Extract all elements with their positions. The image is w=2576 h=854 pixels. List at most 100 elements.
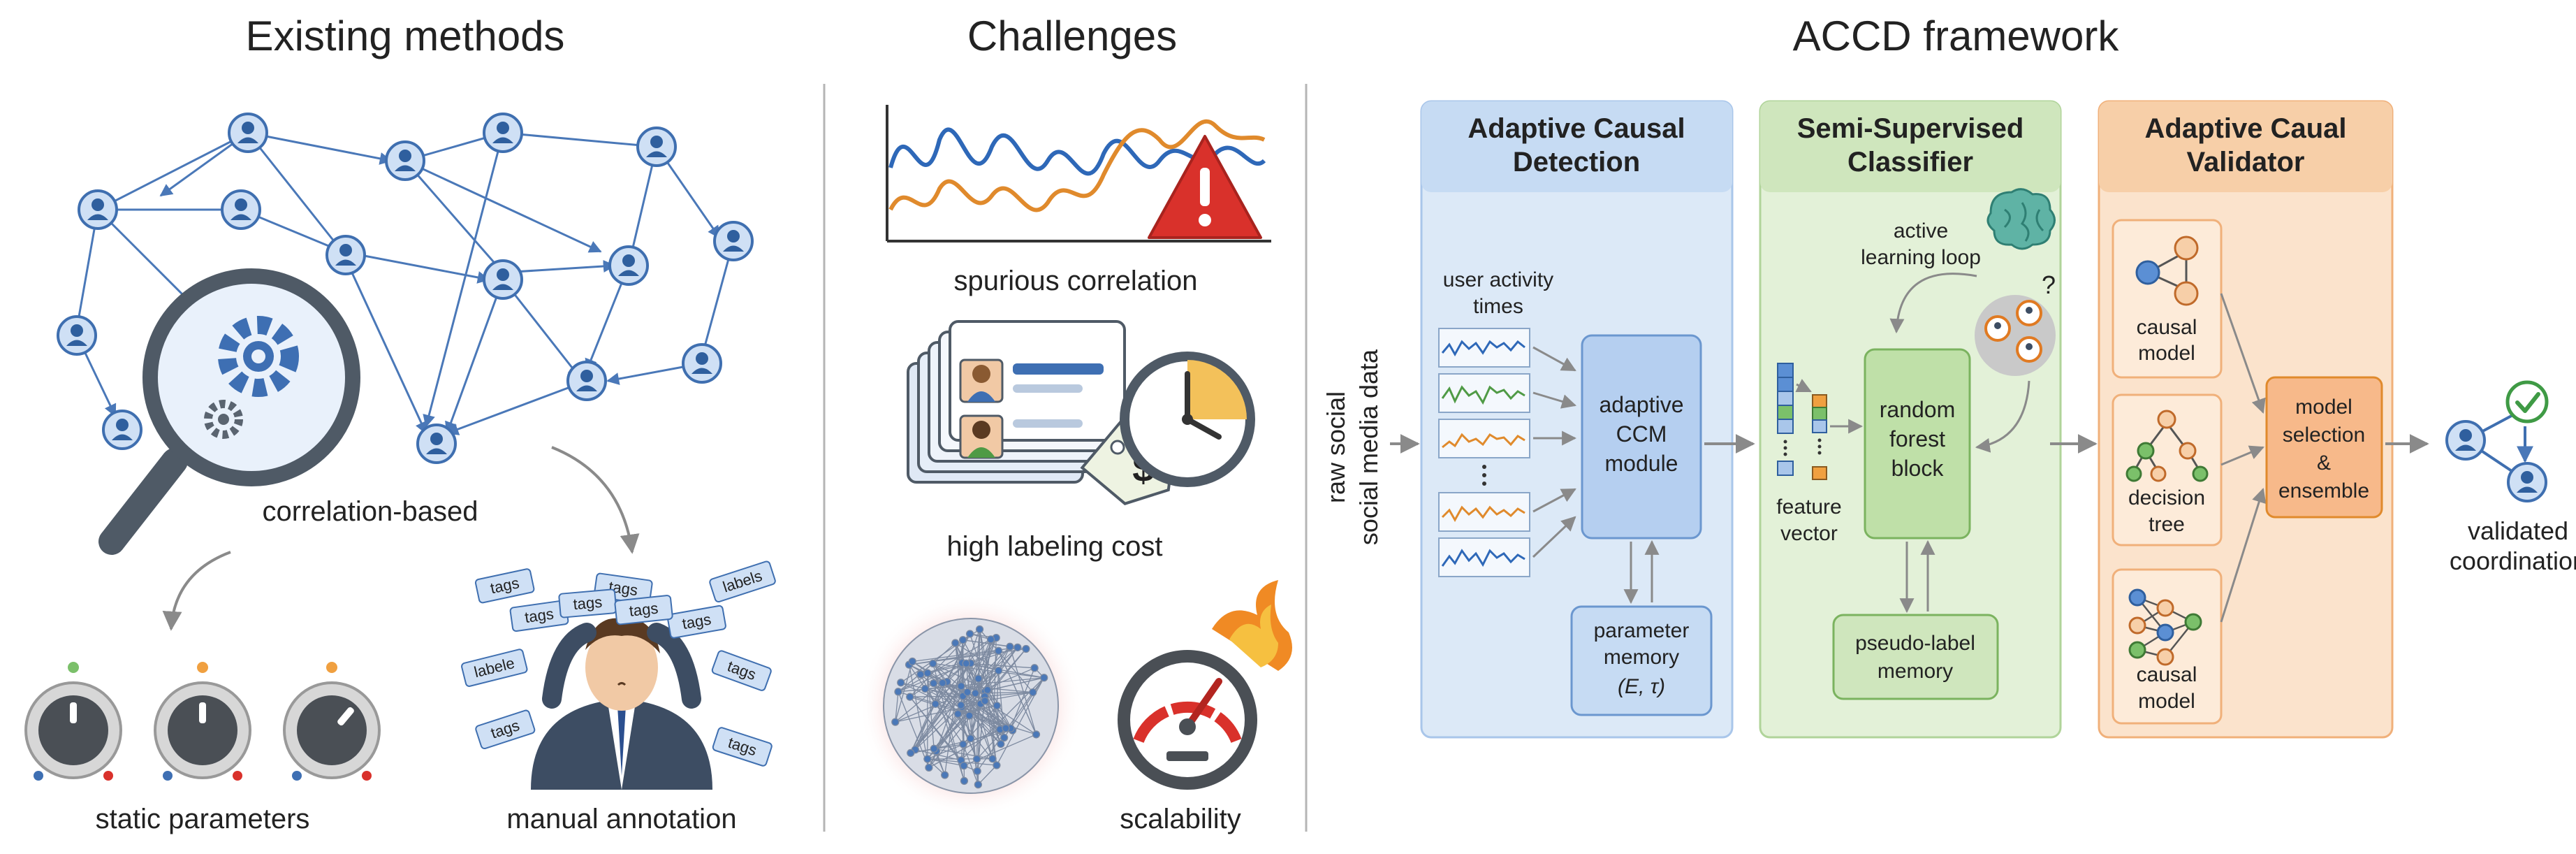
clock-icon bbox=[1120, 352, 1255, 487]
causal-model-card-1 bbox=[2112, 219, 2223, 379]
svg-text:tags: tags bbox=[629, 600, 659, 620]
network-node bbox=[931, 700, 939, 708]
active-learning-label-line1: active bbox=[1894, 219, 1948, 243]
output-label-line1: validated bbox=[2468, 516, 2568, 545]
labeling-cards-icon bbox=[907, 320, 1126, 484]
knob-icon bbox=[24, 662, 122, 781]
warning-icon bbox=[1148, 135, 1262, 239]
network-node bbox=[960, 776, 969, 786]
ccm-label-line1: adaptive bbox=[1600, 392, 1684, 417]
arrow-to-manual bbox=[551, 446, 640, 554]
correlation-based-label: correlation-based bbox=[262, 496, 478, 527]
network-node bbox=[966, 734, 975, 743]
framework-title: ACCD framework bbox=[1793, 13, 2120, 59]
network-node bbox=[960, 761, 968, 770]
network-node bbox=[965, 630, 974, 638]
causal-graph-icon bbox=[2135, 236, 2199, 306]
panel2-title-line1: Semi-Supervised bbox=[1797, 113, 2024, 144]
network-node bbox=[994, 646, 1003, 655]
network-node bbox=[929, 679, 938, 688]
network-node bbox=[988, 755, 997, 763]
neural-graph-icon bbox=[2128, 588, 2202, 666]
ens-label-line3: & bbox=[2317, 451, 2331, 475]
speedometer-fire-icon bbox=[1118, 580, 1292, 790]
question-mark: ? bbox=[2042, 270, 2056, 299]
ccm-label-line3: module bbox=[1605, 451, 1678, 476]
pseudo-label-memory bbox=[1832, 614, 1999, 700]
network-node bbox=[941, 771, 949, 779]
network-node bbox=[1000, 733, 1009, 742]
network-node bbox=[962, 659, 970, 667]
network-node bbox=[953, 709, 963, 718]
rf-label-line2: forest bbox=[1889, 426, 1945, 451]
network-node bbox=[894, 688, 902, 696]
network-node bbox=[929, 659, 937, 668]
model1-label-line1: causal bbox=[2137, 316, 2197, 339]
rf-label-line1: random bbox=[1880, 397, 1956, 422]
output-label-line2: coordination bbox=[2450, 547, 2576, 575]
network-node bbox=[908, 657, 916, 666]
network-node bbox=[921, 684, 930, 693]
existing-methods-title: Existing methods bbox=[246, 13, 565, 59]
challenges-title: Challenges bbox=[967, 13, 1177, 59]
network-node bbox=[983, 686, 992, 695]
network-node bbox=[971, 689, 980, 697]
panel2-title-line2: Classifier bbox=[1847, 147, 1973, 178]
network-node bbox=[1002, 724, 1010, 732]
network-node bbox=[957, 701, 965, 709]
network-node bbox=[974, 781, 983, 789]
ens-label-line4: ensemble bbox=[2278, 479, 2369, 502]
network-node bbox=[907, 748, 915, 758]
network-node bbox=[938, 679, 947, 687]
svg-text:tags: tags bbox=[524, 605, 555, 626]
network-node bbox=[986, 635, 995, 644]
spurious-correlation-chart bbox=[886, 105, 1271, 243]
user-activity-label-line2: times bbox=[1473, 295, 1523, 318]
adaptive-causal-detection-panel: Adaptive Causal Detection user activity … bbox=[1420, 100, 1734, 739]
model2-label-line2: tree bbox=[2149, 513, 2185, 536]
static-parameters-label: static parameters bbox=[96, 804, 310, 834]
network-node bbox=[923, 755, 932, 763]
network-node bbox=[959, 740, 967, 748]
candidate-users-icon bbox=[1975, 295, 2056, 376]
knob-icon bbox=[154, 662, 251, 781]
stressed-annotator-icon bbox=[531, 618, 712, 790]
pseudo-label-line1: pseudo-label bbox=[1855, 632, 1975, 655]
panel3-title-line2: Validator bbox=[2187, 147, 2305, 178]
scalability-label: scalability bbox=[1120, 804, 1241, 834]
network-node bbox=[975, 625, 984, 634]
network-node bbox=[993, 761, 1001, 769]
magnifier-gear-icon bbox=[98, 268, 360, 555]
network-node bbox=[973, 767, 981, 776]
manual-annotation-label: manual annotation bbox=[506, 804, 736, 834]
network-node bbox=[891, 718, 900, 726]
svg-text:social media data: social media data bbox=[1354, 349, 1383, 545]
network-node bbox=[972, 755, 981, 763]
brain-icon bbox=[1986, 188, 2056, 250]
network-node bbox=[925, 763, 933, 772]
network-node bbox=[958, 636, 967, 644]
tag-cloud: tags tags tags tags tags labels tags tag… bbox=[461, 560, 776, 767]
network-node bbox=[1029, 688, 1037, 697]
high-labeling-cost-label: high labeling cost bbox=[946, 531, 1162, 562]
network-node bbox=[1032, 730, 1041, 739]
static-parameter-knobs bbox=[24, 662, 381, 781]
svg-text:raw social: raw social bbox=[1322, 391, 1350, 503]
knob-icon bbox=[283, 662, 381, 781]
feature-vector-label-line1: feature bbox=[1776, 495, 1841, 519]
network-node bbox=[916, 670, 925, 679]
decision-tree-icon bbox=[2125, 410, 2209, 482]
activity-time-series-icons bbox=[1438, 328, 1530, 577]
network-node bbox=[957, 682, 965, 690]
network-node bbox=[1022, 644, 1030, 653]
network-node bbox=[1030, 664, 1039, 672]
rf-label-line3: block bbox=[1891, 456, 1945, 481]
feature-vector-label-line2: vector bbox=[1780, 522, 1838, 545]
arrow-to-static bbox=[162, 551, 231, 631]
network-node bbox=[1013, 643, 1022, 652]
ens-label-line1: model bbox=[2295, 396, 2352, 419]
model1-label-line2: model bbox=[2138, 342, 2195, 365]
network-node bbox=[1006, 642, 1014, 651]
validated-coordination-icon bbox=[2445, 380, 2549, 502]
memory-label-line3: (E, τ) bbox=[1618, 675, 1665, 698]
